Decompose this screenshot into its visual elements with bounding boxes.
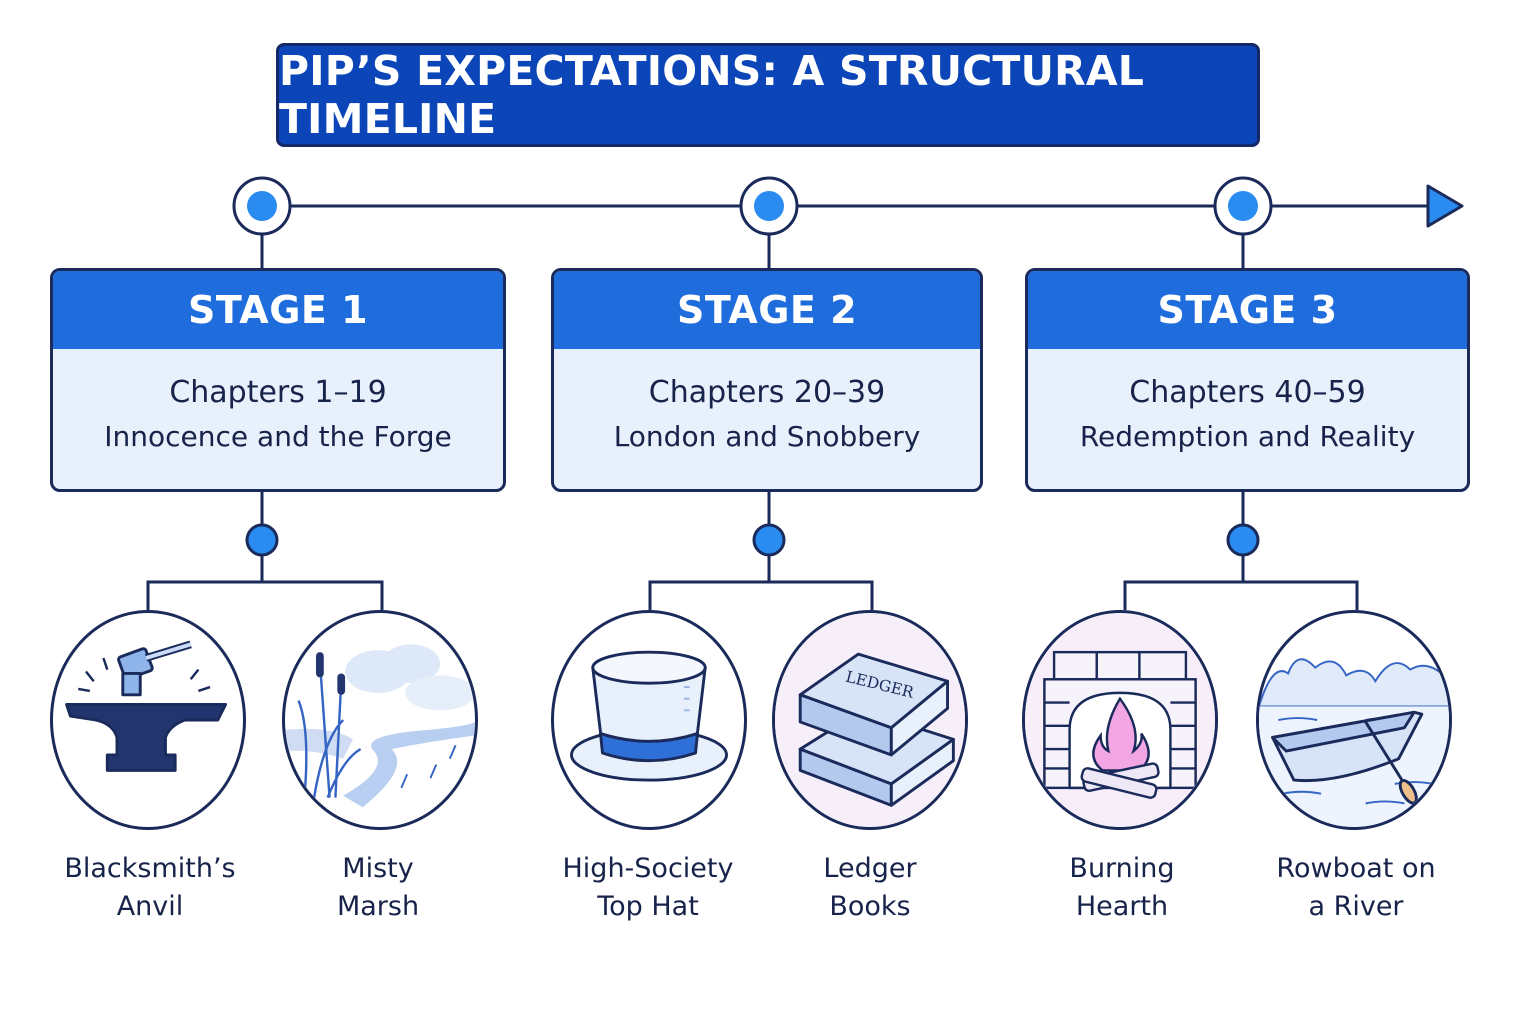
stage-chapters: Chapters 1–19 (169, 375, 387, 410)
timeline-node-1 (232, 176, 292, 236)
timeline-arrowhead (1426, 184, 1464, 228)
stage-theme: London and Snobbery (613, 420, 921, 453)
marsh-icon (282, 610, 478, 830)
caption-anvil: Blacksmith’s Anvil (40, 850, 260, 926)
caption-line: Books (829, 891, 911, 922)
stage-chapters: Chapters 40–59 (1129, 375, 1366, 410)
stage-theme: Innocence and the Forge (104, 420, 452, 453)
caption-top-hat: High-Society Top Hat (538, 850, 758, 926)
timeline-node-3 (1213, 176, 1273, 236)
caption-line: Hearth (1075, 891, 1169, 922)
caption-line: Burning (1069, 853, 1175, 884)
stage-header: STAGE 2 (554, 271, 980, 349)
stage-chapters: Chapters 20–39 (648, 375, 886, 410)
caption-line: Rowboat on (1276, 853, 1436, 884)
caption-ledger-books: Ledger Books (760, 850, 980, 926)
caption-marsh: Misty Marsh (268, 850, 488, 926)
top-hat-icon (551, 610, 747, 830)
branch-node-2 (752, 523, 786, 557)
caption-hearth: Burning Hearth (1012, 850, 1232, 926)
caption-line: High-Society (562, 853, 734, 884)
caption-line: Marsh (336, 891, 420, 922)
stage-card-1: STAGE 1 Chapters 1–19 Innocence and the … (50, 268, 506, 492)
caption-rowboat: Rowboat on a River (1246, 850, 1466, 926)
caption-line: Top Hat (597, 891, 699, 922)
timeline-node-2 (739, 176, 799, 236)
stage-card-2: STAGE 2 Chapters 20–39 London and Snobbe… (551, 268, 983, 492)
rowboat-icon (1256, 610, 1452, 830)
anvil-icon (50, 610, 246, 830)
caption-line: a River (1308, 891, 1404, 922)
page-title: PIP’S EXPECTATIONS: A STRUCTURAL TIMELIN… (279, 47, 1145, 143)
ledger-books-icon: LEDGER (772, 610, 968, 830)
caption-line: Blacksmith’s (64, 853, 236, 884)
stage-theme: Redemption and Reality (1079, 420, 1416, 453)
hearth-icon (1022, 610, 1218, 830)
caption-line: Ledger (823, 853, 917, 884)
stage-card-3: STAGE 3 Chapters 40–59 Redemption and Re… (1025, 268, 1470, 492)
stage-header: STAGE 3 (1028, 271, 1467, 349)
branch-node-3 (1226, 523, 1260, 557)
branch-node-1 (245, 523, 279, 557)
caption-line: Anvil (116, 891, 184, 922)
title-banner: PIP’S EXPECTATIONS: A STRUCTURAL TIMELIN… (276, 43, 1260, 147)
stage-header: STAGE 1 (53, 271, 503, 349)
caption-line: Misty (342, 853, 414, 884)
